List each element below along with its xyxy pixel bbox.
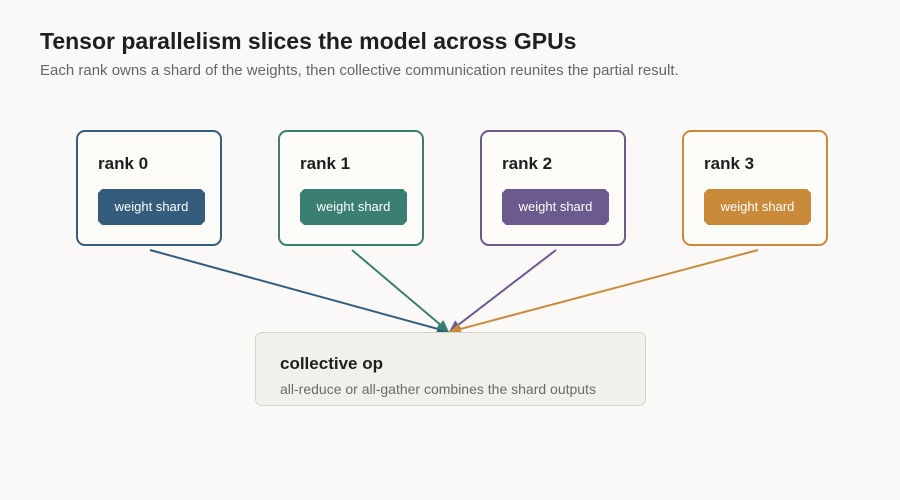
rank-label-0: rank 0 [98, 154, 149, 173]
weight-shard-1: weight shard [300, 189, 407, 225]
diagram-title: Tensor parallelism slices the model acro… [40, 28, 577, 54]
arrow-line-3 [460, 249, 759, 330]
rank-box-0: rank 0 weight shard [76, 130, 222, 246]
rank-box-1: rank 1 weight shard [278, 130, 424, 246]
rank-label-1: rank 1 [300, 154, 351, 173]
rank-label-3: rank 3 [704, 154, 755, 173]
weight-shard-2: weight shard [502, 189, 609, 225]
arrow-line-1 [351, 249, 441, 326]
arrow-head-3 [449, 323, 463, 335]
collective-op-description: all-reduce or all-gather combines the sh… [280, 381, 596, 397]
rank-box-3: rank 3 weight shard [682, 130, 828, 246]
collective-op-box: collective op all-reduce or all-gather c… [255, 332, 646, 406]
arrow-line-2 [457, 249, 557, 326]
weight-shard-3: weight shard [704, 189, 811, 225]
collective-op-title: collective op [280, 354, 383, 373]
rank-box-2: rank 2 weight shard [480, 130, 626, 246]
diagram-subtitle: Each rank owns a shard of the weights, t… [40, 62, 679, 79]
rank-label-2: rank 2 [502, 154, 553, 173]
arrow-line-0 [149, 249, 438, 330]
arrow-head-1 [436, 320, 449, 332]
weight-shard-0: weight shard [98, 189, 205, 225]
